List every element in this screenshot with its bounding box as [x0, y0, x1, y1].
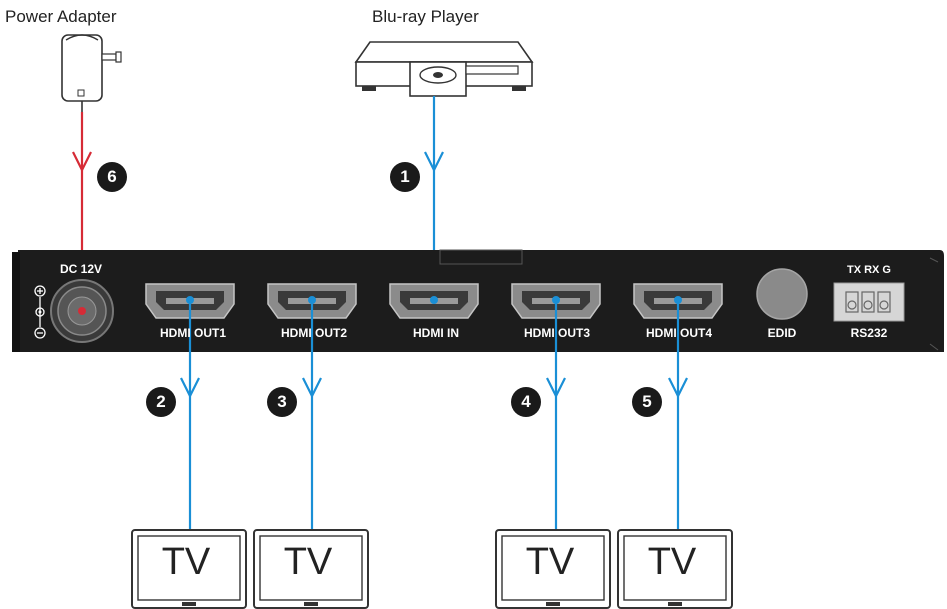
tv-icon-4 — [617, 529, 733, 609]
hdmi-out3-label: HDMI OUT3 — [524, 326, 590, 340]
bluray-player-icon — [354, 41, 534, 97]
output-cable-1 — [180, 300, 200, 530]
output-cable-2 — [302, 300, 322, 530]
hdmi-out4-label: HDMI OUT4 — [646, 326, 712, 340]
step-3-badge: 3 — [267, 387, 297, 417]
tv-icon-1 — [131, 529, 247, 609]
tv-icon-3 — [495, 529, 611, 609]
edid-label: EDID — [767, 326, 797, 340]
dc-jack-icon[interactable] — [50, 279, 114, 343]
hdmi-in-label: HDMI IN — [413, 326, 459, 340]
hdmi-out2-label: HDMI OUT2 — [281, 326, 347, 340]
tv-3-label: TV — [525, 541, 575, 583]
step-5-badge: 5 — [632, 387, 662, 417]
rs232-terminal-icon[interactable] — [833, 282, 905, 322]
polarity-symbol-icon — [34, 285, 46, 339]
rs232-pins-label: TX RX G — [846, 264, 891, 276]
power-adapter-icon — [61, 34, 122, 112]
tv-1-label: TV — [161, 541, 211, 583]
edid-button-icon[interactable] — [756, 268, 808, 320]
power-adapter-label: Power Adapter — [5, 7, 117, 26]
dc-label: DC 12V — [60, 262, 103, 276]
step-6-badge: 6 — [97, 162, 127, 192]
output-cable-3 — [546, 300, 566, 530]
step-2-badge: 2 — [146, 387, 176, 417]
tv-2-label: TV — [283, 541, 333, 583]
hdmi-out1-label: HDMI OUT1 — [160, 326, 226, 340]
tv-icon-2 — [253, 529, 369, 609]
device-panel — [12, 249, 944, 352]
hdmi-port-icon-in[interactable] — [389, 283, 479, 319]
bluray-player-label: Blu-ray Player — [372, 7, 479, 26]
output-cable-4 — [668, 300, 688, 530]
step-1-badge: 1 — [390, 162, 420, 192]
rs232-label: RS232 — [850, 326, 888, 340]
tv-4-label: TV — [647, 541, 697, 583]
step-4-badge: 4 — [511, 387, 541, 417]
